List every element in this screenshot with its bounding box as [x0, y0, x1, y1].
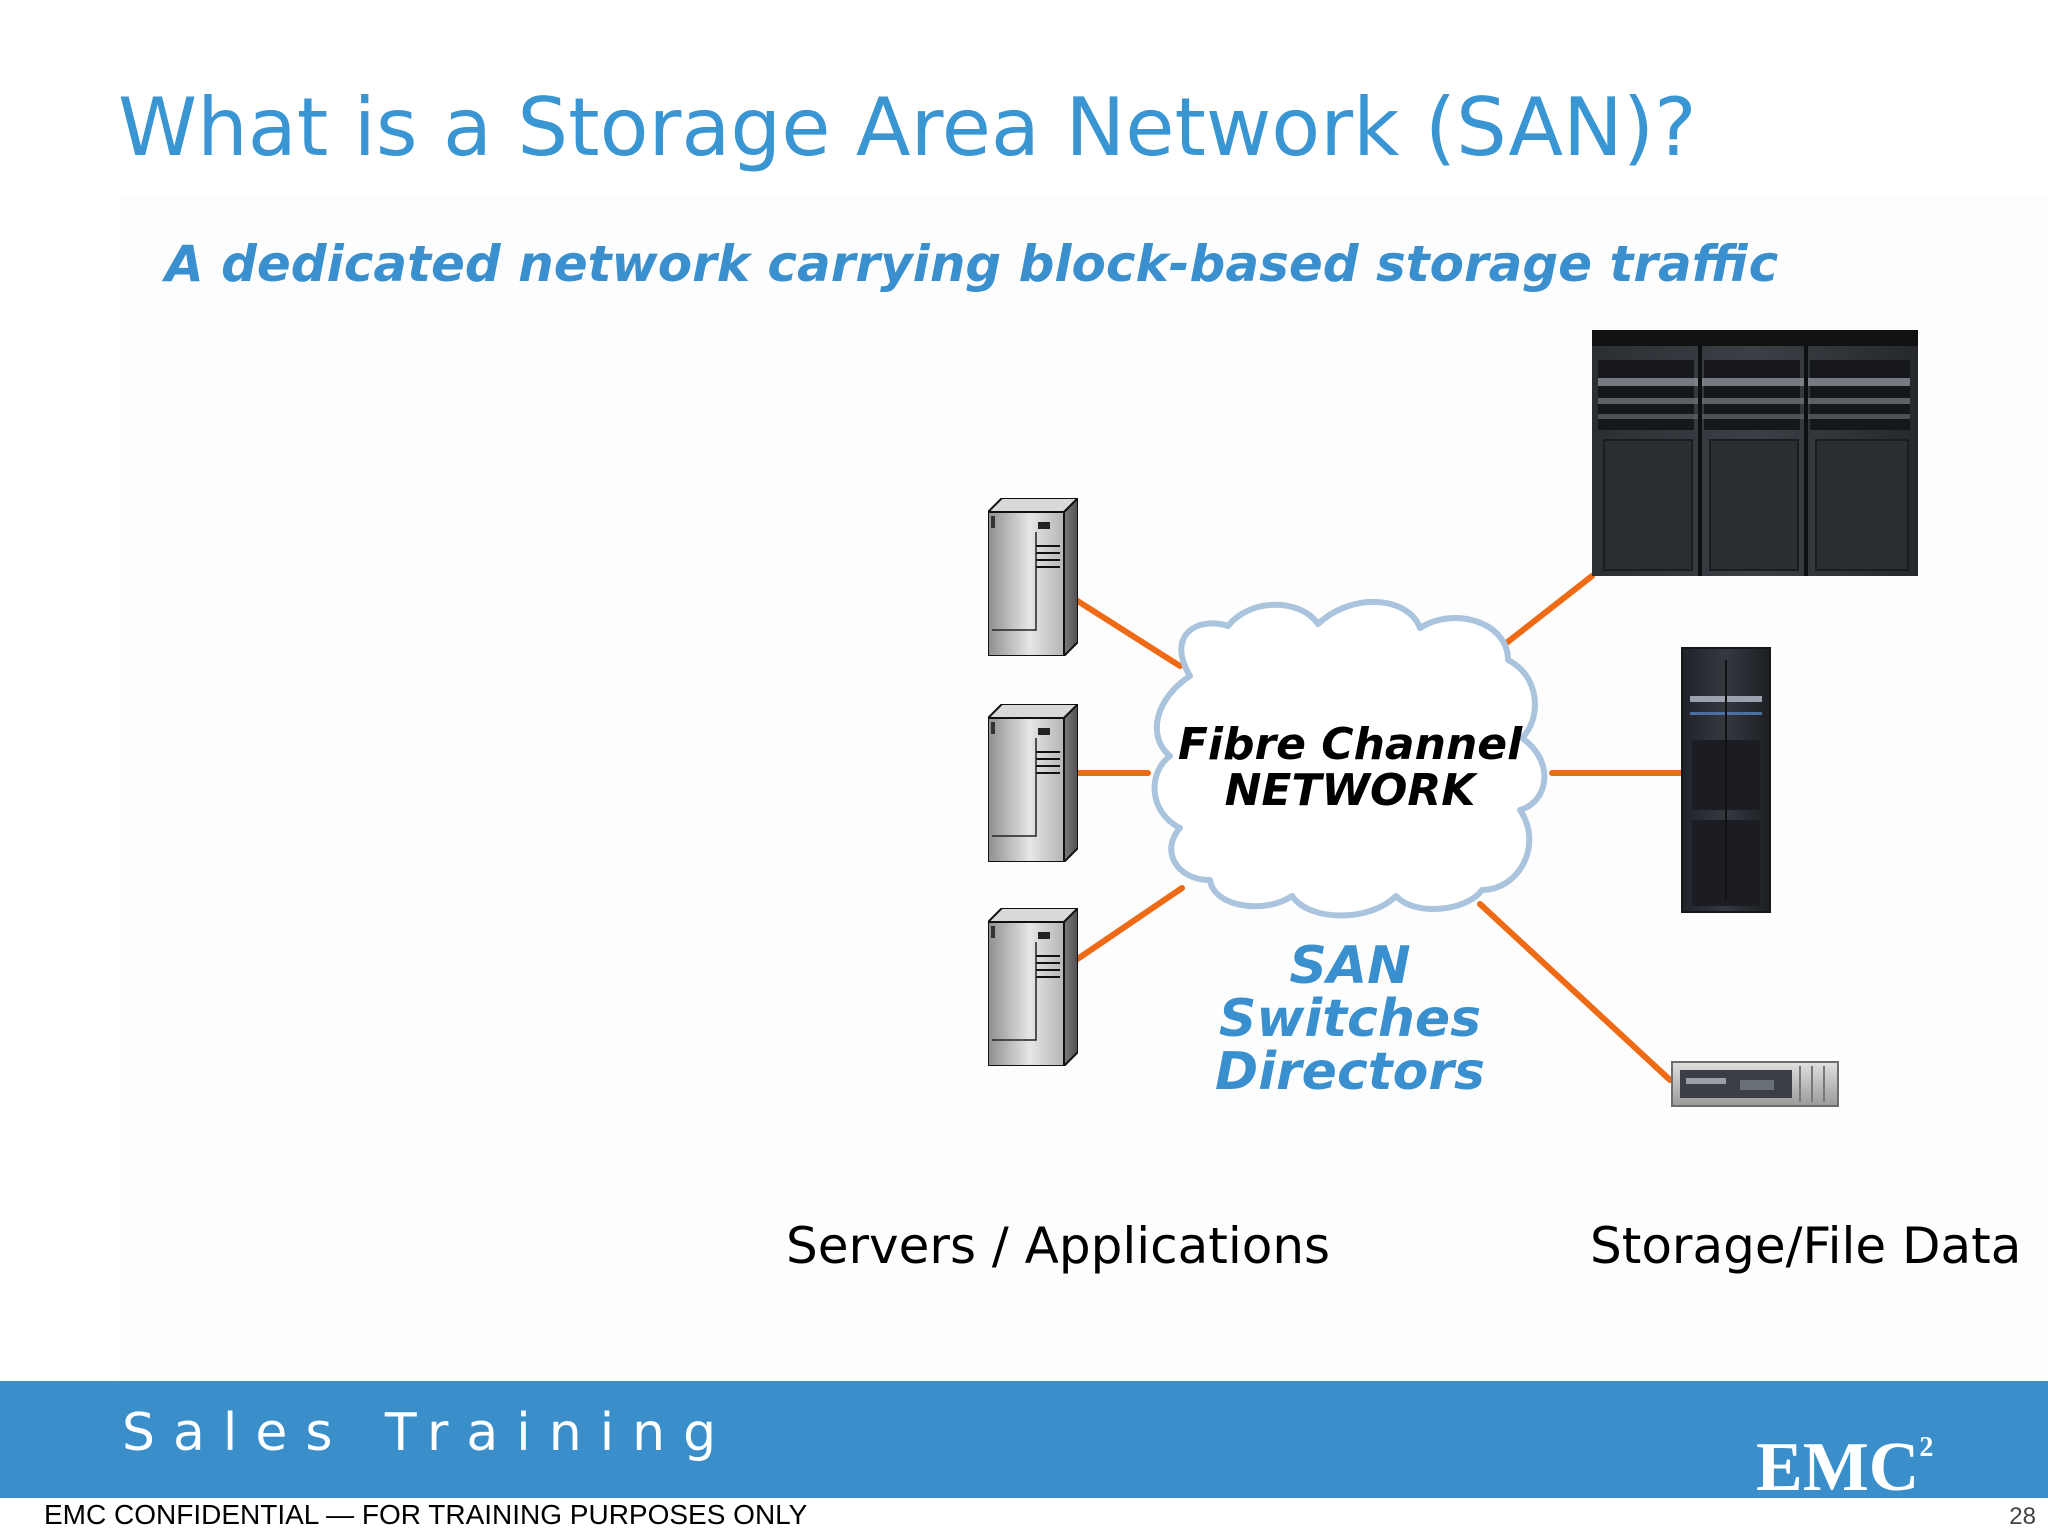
link-rack-unit: [1477, 901, 1673, 1083]
footer-brand: Sales Training: [122, 1403, 735, 1463]
servers-caption: Servers / Applications: [786, 1217, 1331, 1275]
fibre-channel-cloud: [1151, 599, 1548, 919]
server-tower-icon: [988, 704, 1078, 862]
logo-text: EMC: [1756, 1429, 1920, 1506]
switch-label-line-2: Switches: [1218, 989, 1482, 1049]
rack-storage-unit-icon: [1671, 1061, 1839, 1107]
server-tower-icon: [988, 498, 1078, 656]
storage-array-icon: [1592, 330, 1918, 576]
slide-subtitle: A dedicated network carrying block-based…: [165, 235, 1779, 293]
switch-label-line-1: SAN: [1289, 936, 1411, 996]
switch-label-line-3: Directors: [1215, 1042, 1485, 1102]
slide-title: What is a Storage Area Network (SAN)?: [118, 81, 1697, 174]
page-number: 28: [2009, 1503, 2036, 1530]
link-server-3: [1073, 885, 1185, 963]
server-tower-icon: [988, 908, 1078, 1066]
link-storage-array: [1497, 573, 1595, 651]
logo-superscript: 2: [1919, 1432, 1934, 1463]
storage-caption: Storage/File Data: [1590, 1217, 2022, 1275]
fibre-channel-links: [1073, 573, 1683, 1083]
confidential-notice: EMC CONFIDENTIAL — FOR TRAINING PURPOSES…: [44, 1499, 808, 1530]
storage-cabinet-icon: [1681, 647, 1771, 913]
footer-bar: Sales Training EMC2: [0, 1381, 2048, 1503]
emc-logo: EMC2: [1756, 1413, 1933, 1503]
link-server-1: [1073, 597, 1183, 669]
cloud-label-line-2: NETWORK: [1224, 765, 1476, 816]
cloud-label-line-1: Fibre Channel: [1177, 719, 1523, 770]
